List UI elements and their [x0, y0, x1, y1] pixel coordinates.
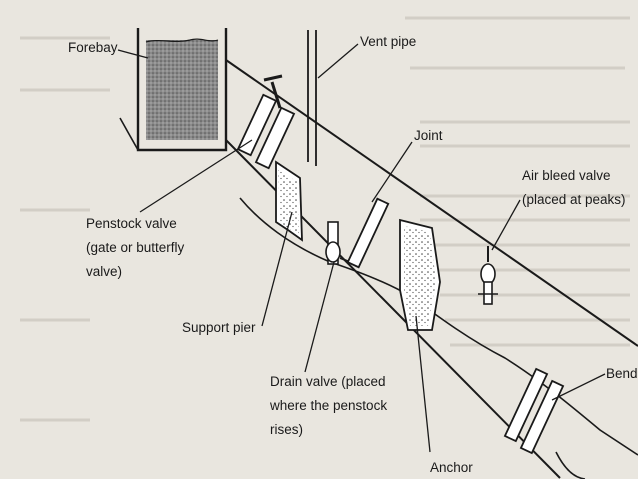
- penstock-valve: [236, 74, 296, 170]
- leader-anchor: [415, 315, 431, 453]
- drain-valve: [325, 221, 351, 265]
- label-drain-valve-line2: where the penstock: [269, 398, 387, 413]
- label-penstock-valve-line1: Penstock valve: [86, 216, 177, 231]
- leader-forebay: [117, 49, 149, 59]
- leader-support-pier: [261, 211, 293, 327]
- label-forebay: Forebay: [68, 40, 118, 55]
- forebay-water: [146, 40, 218, 140]
- forebay-walls: [136, 28, 228, 152]
- label-drain-valve-line1: Drain valve (placed: [270, 374, 386, 389]
- label-vent-pipe: Vent pipe: [360, 34, 416, 49]
- leader-penstock-valve: [139, 139, 253, 213]
- support-pier: [275, 160, 303, 242]
- pipe-bend: [503, 367, 586, 479]
- leader-lines: [117, 43, 606, 453]
- air-bleed-valve: [478, 246, 498, 305]
- label-support-pier: Support pier: [182, 320, 256, 335]
- leader-vent-pipe: [317, 43, 359, 79]
- pipe-joint: [346, 197, 390, 269]
- label-penstock-valve-line3: valve): [86, 264, 122, 279]
- leader-joint: [371, 141, 413, 203]
- label-anchor: Anchor: [430, 460, 473, 475]
- label-bend: Bend: [606, 366, 638, 381]
- label-penstock-valve-line2: (gate or butterfly: [86, 240, 185, 255]
- leader-drain-valve: [304, 261, 335, 373]
- forebay-tank: [119, 28, 228, 152]
- label-air-bleed-line1: Air bleed valve: [522, 168, 611, 183]
- label-air-bleed-line2: (placed at peaks): [522, 192, 626, 207]
- leader-bend: [551, 373, 606, 401]
- anchor-block: [399, 218, 441, 331]
- label-drain-valve-line3: rises): [270, 422, 303, 437]
- leader-air-bleed: [491, 199, 521, 251]
- label-joint: Joint: [414, 128, 443, 143]
- vent-pipe: [307, 30, 317, 166]
